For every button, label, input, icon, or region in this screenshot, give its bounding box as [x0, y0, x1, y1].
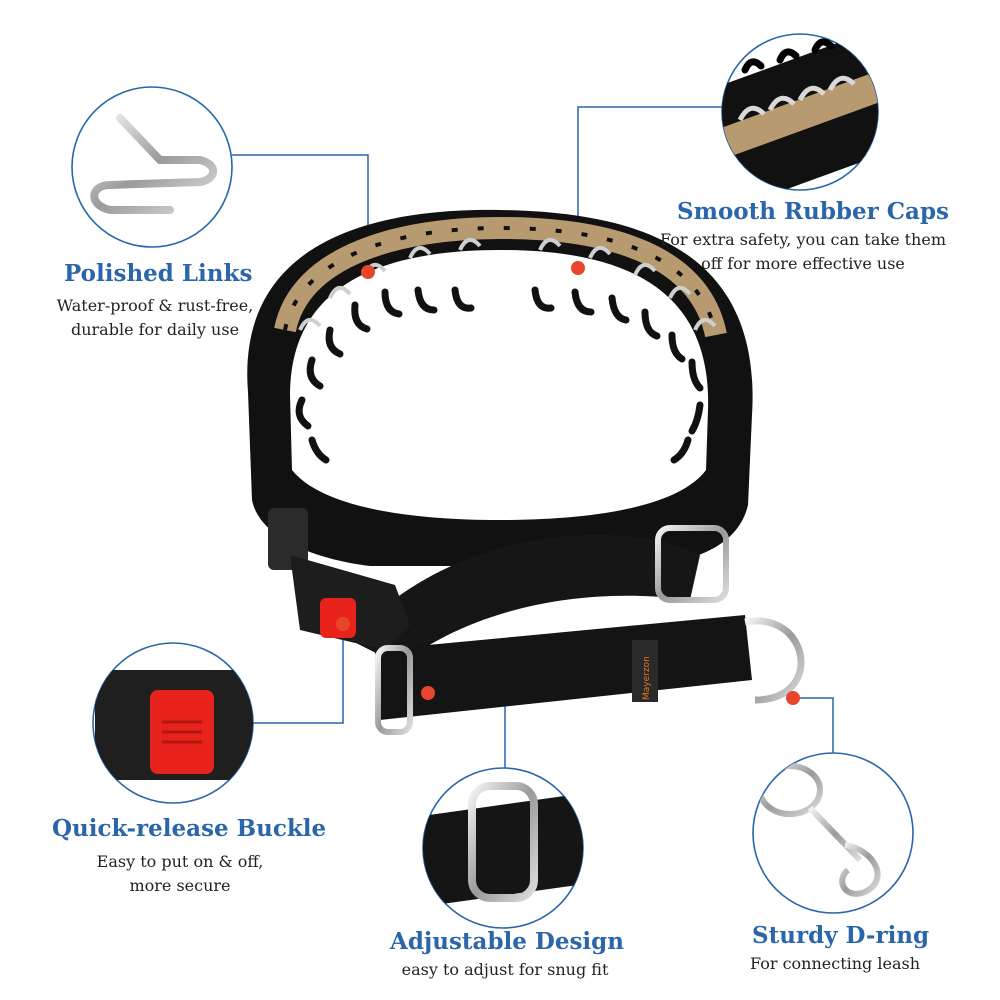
slide-buckle-icon	[468, 782, 538, 902]
polished-links-desc-line1: Water-proof & rust-free,	[56, 296, 254, 315]
rubber-caps-detail	[721, 33, 879, 191]
rubber-caps-desc: For extra safety, you can take them off …	[648, 228, 958, 276]
d-ring-detail	[752, 752, 914, 914]
rubber-caps-desc-line1: For extra safety, you can take them	[660, 230, 946, 249]
steel-link-icon	[90, 114, 218, 214]
rubber-cap-link-icon	[737, 75, 856, 122]
buckle-desc: Easy to put on & off, more secure	[60, 850, 300, 898]
adjustable-desc: easy to adjust for snug fit	[401, 960, 609, 979]
buckle-detail	[92, 642, 254, 804]
adjustable-detail	[422, 767, 584, 929]
buckle-title: Quick-release Buckle	[52, 815, 327, 842]
rubber-caps-desc-line2: off for more effective use	[701, 254, 905, 273]
buckle-desc-line1: Easy to put on & off,	[96, 852, 264, 871]
callout-dots	[336, 261, 800, 705]
snap-hook-icon	[757, 763, 881, 897]
polished-links-desc-line2: durable for daily use	[70, 320, 240, 339]
d-ring-title: Sturdy D-ring	[752, 922, 930, 949]
polished-links-title: Polished Links	[64, 260, 253, 287]
rubber-caps-title: Smooth Rubber Caps	[677, 198, 949, 225]
adjustable-title: Adjustable Design	[390, 928, 624, 955]
d-ring-desc: For connecting leash	[749, 954, 921, 973]
brand-tag: Mayerzon	[642, 656, 652, 700]
collar-main: Mayerzon	[247, 209, 805, 735]
polished-links-detail	[71, 86, 233, 248]
buckle-desc-line2: more secure	[129, 876, 231, 895]
polished-links-desc: Water-proof & rust-free, durable for dai…	[40, 294, 270, 342]
